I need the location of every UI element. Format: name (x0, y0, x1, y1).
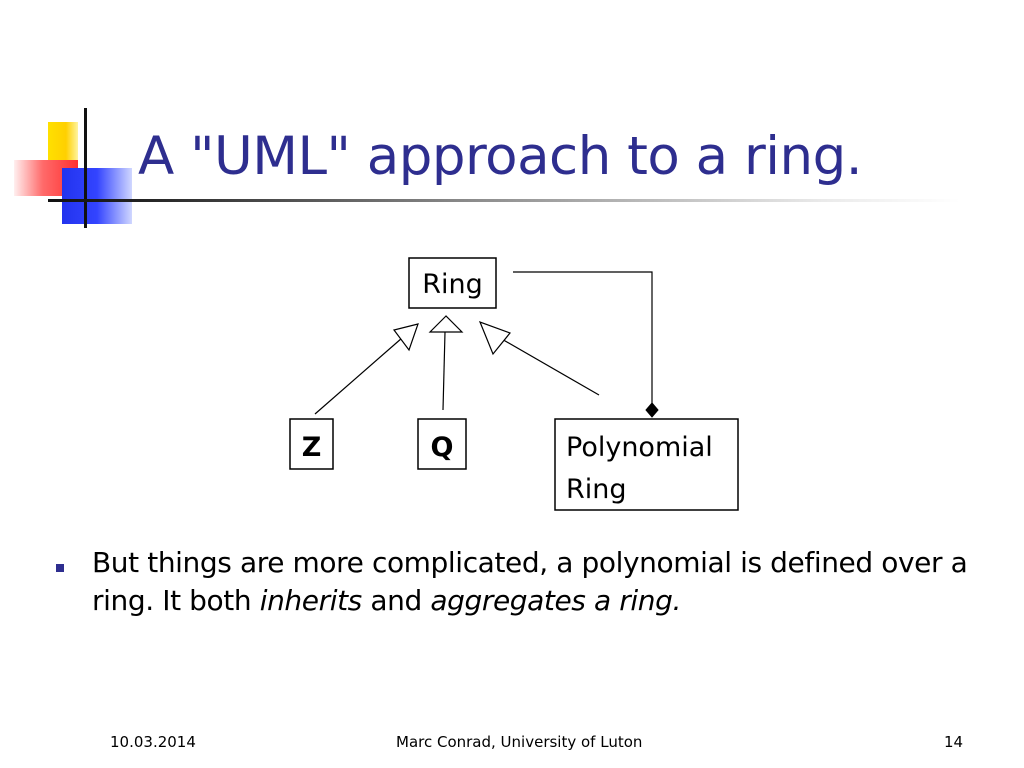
node-z: Z (289, 418, 334, 470)
slide-title: A "UML" approach to a ring. (138, 126, 863, 187)
inheritance-arrowhead (392, 323, 419, 352)
decor-vertical-line (84, 108, 87, 228)
node-ring-label: Ring (422, 269, 483, 300)
node-z-label: Z (302, 432, 322, 463)
footer-author: Marc Conrad, University of Luton (396, 733, 643, 751)
node-ring: Ring (408, 257, 497, 309)
inheritance-arrowhead (478, 320, 511, 356)
bullet-emph-aggregates: aggregates a ring. (430, 584, 681, 617)
node-q-label: Q (431, 432, 454, 463)
bullet-square-icon (56, 564, 64, 572)
decor-blue-square (62, 168, 132, 224)
edge-ring-polyring-aggregation (513, 271, 659, 418)
footer-page-number: 14 (944, 733, 964, 751)
bullet-emph-inherits: inherits (259, 584, 363, 617)
inheritance-arrowhead (428, 315, 464, 333)
edge-polyring-ring (478, 320, 600, 396)
node-q: Q (417, 418, 467, 470)
footer-date: 10.03.2014 (110, 733, 196, 751)
title-underline (48, 199, 960, 202)
bullet-text-and: and (361, 584, 431, 617)
node-polynomial-ring: Polynomial Ring (554, 418, 739, 511)
edge-q-ring (428, 315, 464, 411)
edge-z-ring (314, 323, 419, 415)
node-polynomial-ring-label-line2: Ring (566, 474, 627, 505)
node-polynomial-ring-label-line1: Polynomial (566, 432, 713, 463)
aggregation-diamond (645, 402, 659, 418)
bullet-text-start: But things are more complicated, a polyn… (92, 546, 968, 617)
bullet-text: But things are more complicated, a polyn… (92, 544, 972, 620)
